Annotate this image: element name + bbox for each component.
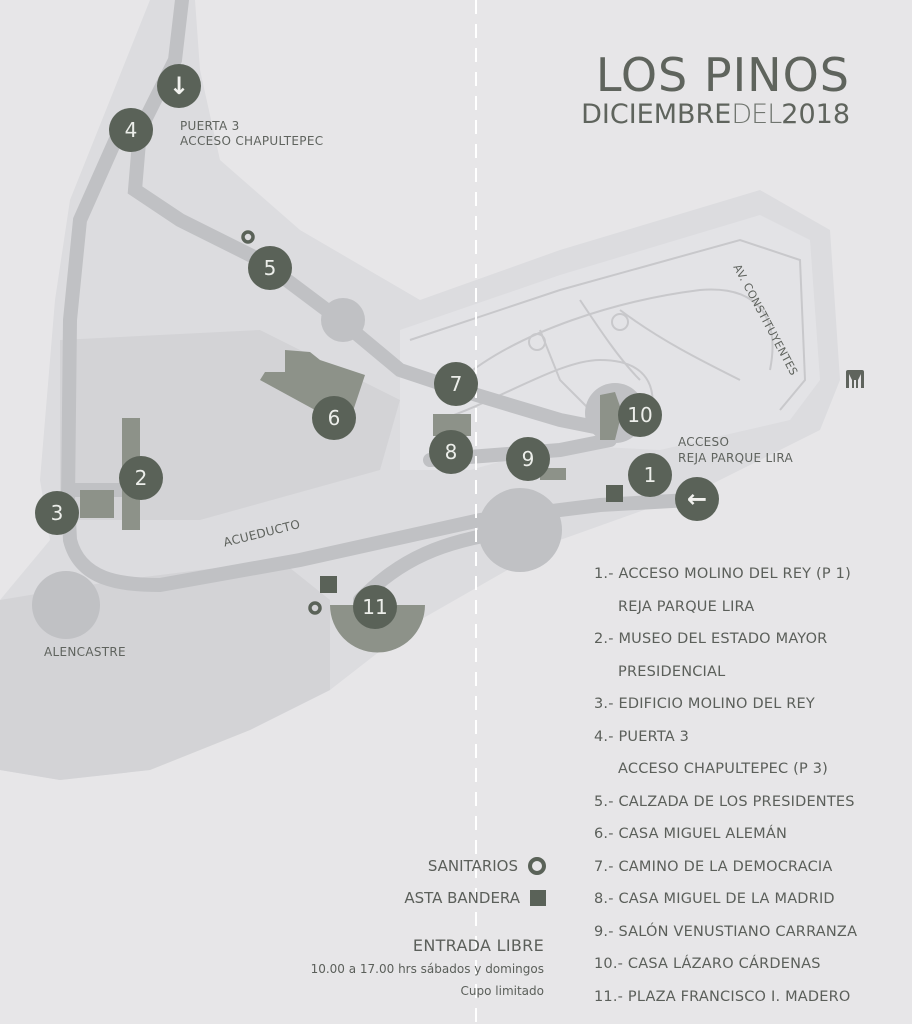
marker-10[interactable]: 10	[618, 393, 662, 437]
title-year: 2018	[781, 99, 850, 130]
marker-11[interactable]: 11	[353, 585, 397, 629]
legend-item: 4.- PUERTA 3	[594, 728, 690, 745]
marker-8[interactable]: 8	[429, 430, 473, 474]
flagpole-icon	[320, 576, 337, 593]
marker-7[interactable]: 7	[434, 362, 478, 406]
map-title: LOS PINOS DICIEMBREDEL2018	[581, 50, 850, 130]
legend-item: 8.- CASA MIGUEL DE LA MADRID	[594, 891, 835, 907]
sanitarios-icon	[528, 857, 546, 875]
legend-item: 9.- SALÓN VENUSTIANO CARRANZA	[594, 923, 858, 940]
marker-9[interactable]: 9	[506, 437, 550, 481]
puerta3-line1: PUERTA 3	[180, 119, 240, 133]
marker-3[interactable]: 3	[35, 491, 79, 535]
key-asta-label: ASTA BANDERA	[404, 889, 520, 907]
flagpole-icon	[530, 890, 546, 906]
entry-info: ENTRADA LIBRE 10.00 a 17.00 hrs sábados …	[311, 936, 544, 1006]
map-symbols	[241, 230, 623, 615]
flagpole-icon	[606, 485, 623, 502]
sanitarios-icon	[241, 230, 255, 244]
marker-2[interactable]: 2	[119, 456, 163, 500]
legend-item: 1.- ACCESO MOLINO DEL REY (P 1)	[594, 566, 851, 582]
legend-item: ACCESO CHAPULTEPEC (P 3)	[618, 761, 829, 777]
sanitarios-icon	[308, 601, 322, 615]
symbol-key: SANITARIOS ASTA BANDERA	[404, 850, 546, 914]
acceso-label: ACCESO REJA PARQUE LIRA	[678, 434, 793, 466]
marker-5[interactable]: 5	[248, 246, 292, 290]
place-alencastre: ALENCASTRE	[44, 645, 126, 659]
arrow-left-entrance-icon: ←	[675, 477, 719, 521]
title-main: LOS PINOS	[595, 48, 850, 102]
puerta3-label: PUERTA 3 ACCESO CHAPULTEPEC	[180, 119, 323, 149]
places-legend: 1.- ACCESO MOLINO DEL REY (P 1) REJA PARQ…	[594, 564, 857, 1019]
legend-item: PRESIDENCIAL	[618, 663, 726, 680]
legend-item: 7.- CAMINO DE LA DEMOCRACIA	[594, 858, 833, 875]
metro-icon	[846, 370, 864, 388]
legend-item: 10.- CASA LÁZARO CÁRDENAS	[594, 956, 821, 972]
title-del: DEL	[731, 99, 782, 130]
puerta3-line2: ACCESO CHAPULTEPEC	[180, 134, 324, 148]
marker-1[interactable]: 1	[628, 453, 672, 497]
legend-item: 5.- CALZADA DE LOS PRESIDENTES	[594, 793, 855, 810]
acceso-line2: REJA PARQUE LIRA	[678, 451, 793, 465]
legend-item: 2.- MUSEO DEL ESTADO MAYOR	[594, 631, 828, 647]
marker-6[interactable]: 6	[312, 396, 356, 440]
key-sanitarios: SANITARIOS	[404, 850, 546, 882]
legend-item: 11.- PLAZA FRANCISCO I. MADERO	[594, 988, 851, 1005]
entry-note: Cupo limitado	[460, 984, 544, 998]
legend-item: REJA PARQUE LIRA	[618, 598, 755, 615]
marker-4[interactable]: 4	[109, 108, 153, 152]
entry-heading: ENTRADA LIBRE	[412, 936, 544, 955]
title-month: DICIEMBRE	[581, 99, 732, 130]
arrow-down-entrance-icon: ↓	[157, 64, 201, 108]
legend-item: 3.- EDIFICIO MOLINO DEL REY	[594, 696, 815, 712]
title-sub: DICIEMBREDEL2018	[581, 100, 850, 130]
acceso-line1: ACCESO	[678, 435, 730, 449]
key-sanitarios-label: SANITARIOS	[427, 857, 518, 875]
legend-item: 6.- CASA MIGUEL ALEMÁN	[594, 826, 788, 842]
entry-hours: 10.00 a 17.00 hrs sábados y domingos	[310, 962, 544, 976]
key-asta-bandera: ASTA BANDERA	[404, 882, 546, 914]
